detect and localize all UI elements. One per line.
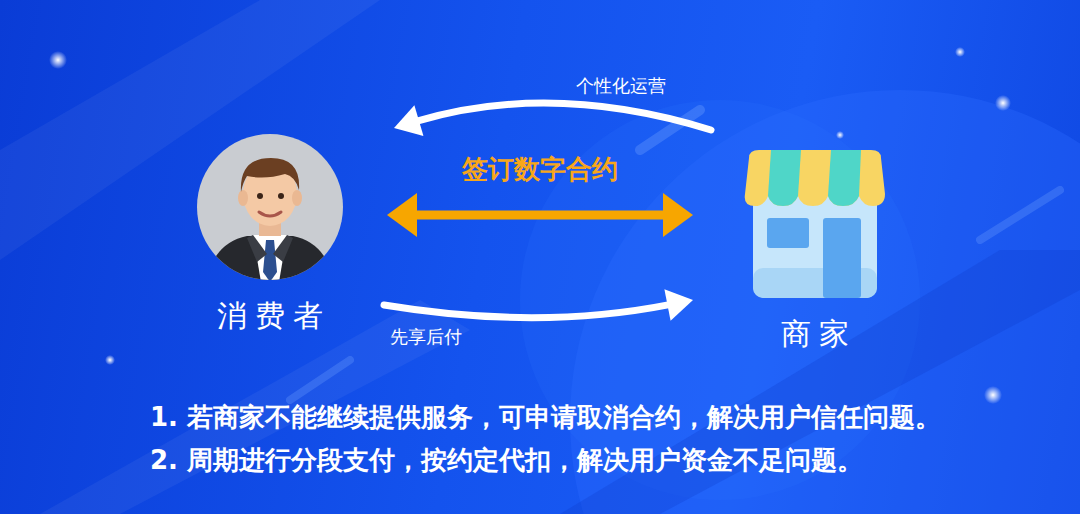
edge-label: 签订数字合约 [462, 152, 618, 187]
consumer-node: 消费者 [191, 132, 349, 337]
shop-icon [735, 150, 895, 300]
node-label: 商家 [731, 314, 899, 355]
node-label: 消费者 [191, 296, 349, 337]
person-icon [195, 132, 345, 282]
arrow-head [394, 105, 423, 136]
arrow-head [387, 193, 417, 237]
operation-arrow [394, 103, 711, 136]
edge-label: 先享后付 [390, 325, 462, 349]
arrow-line [384, 305, 669, 318]
pay-later-arrow [384, 289, 693, 320]
edge-label: 个性化运营 [576, 74, 666, 98]
note-text: 1. 若商家不能继续提供服务，可申请取消合约，解决用户信任问题。 [150, 400, 941, 435]
merchant-node: 商家 [731, 150, 899, 355]
contract-arrow [387, 193, 693, 237]
arrow-head [663, 193, 693, 237]
arrow-head [664, 289, 693, 320]
note-text: 2. 周期进行分段支付，按约定代扣，解决用户资金不足问题。 [150, 443, 863, 478]
arrow-line [415, 211, 665, 220]
arrow-line [417, 103, 711, 130]
